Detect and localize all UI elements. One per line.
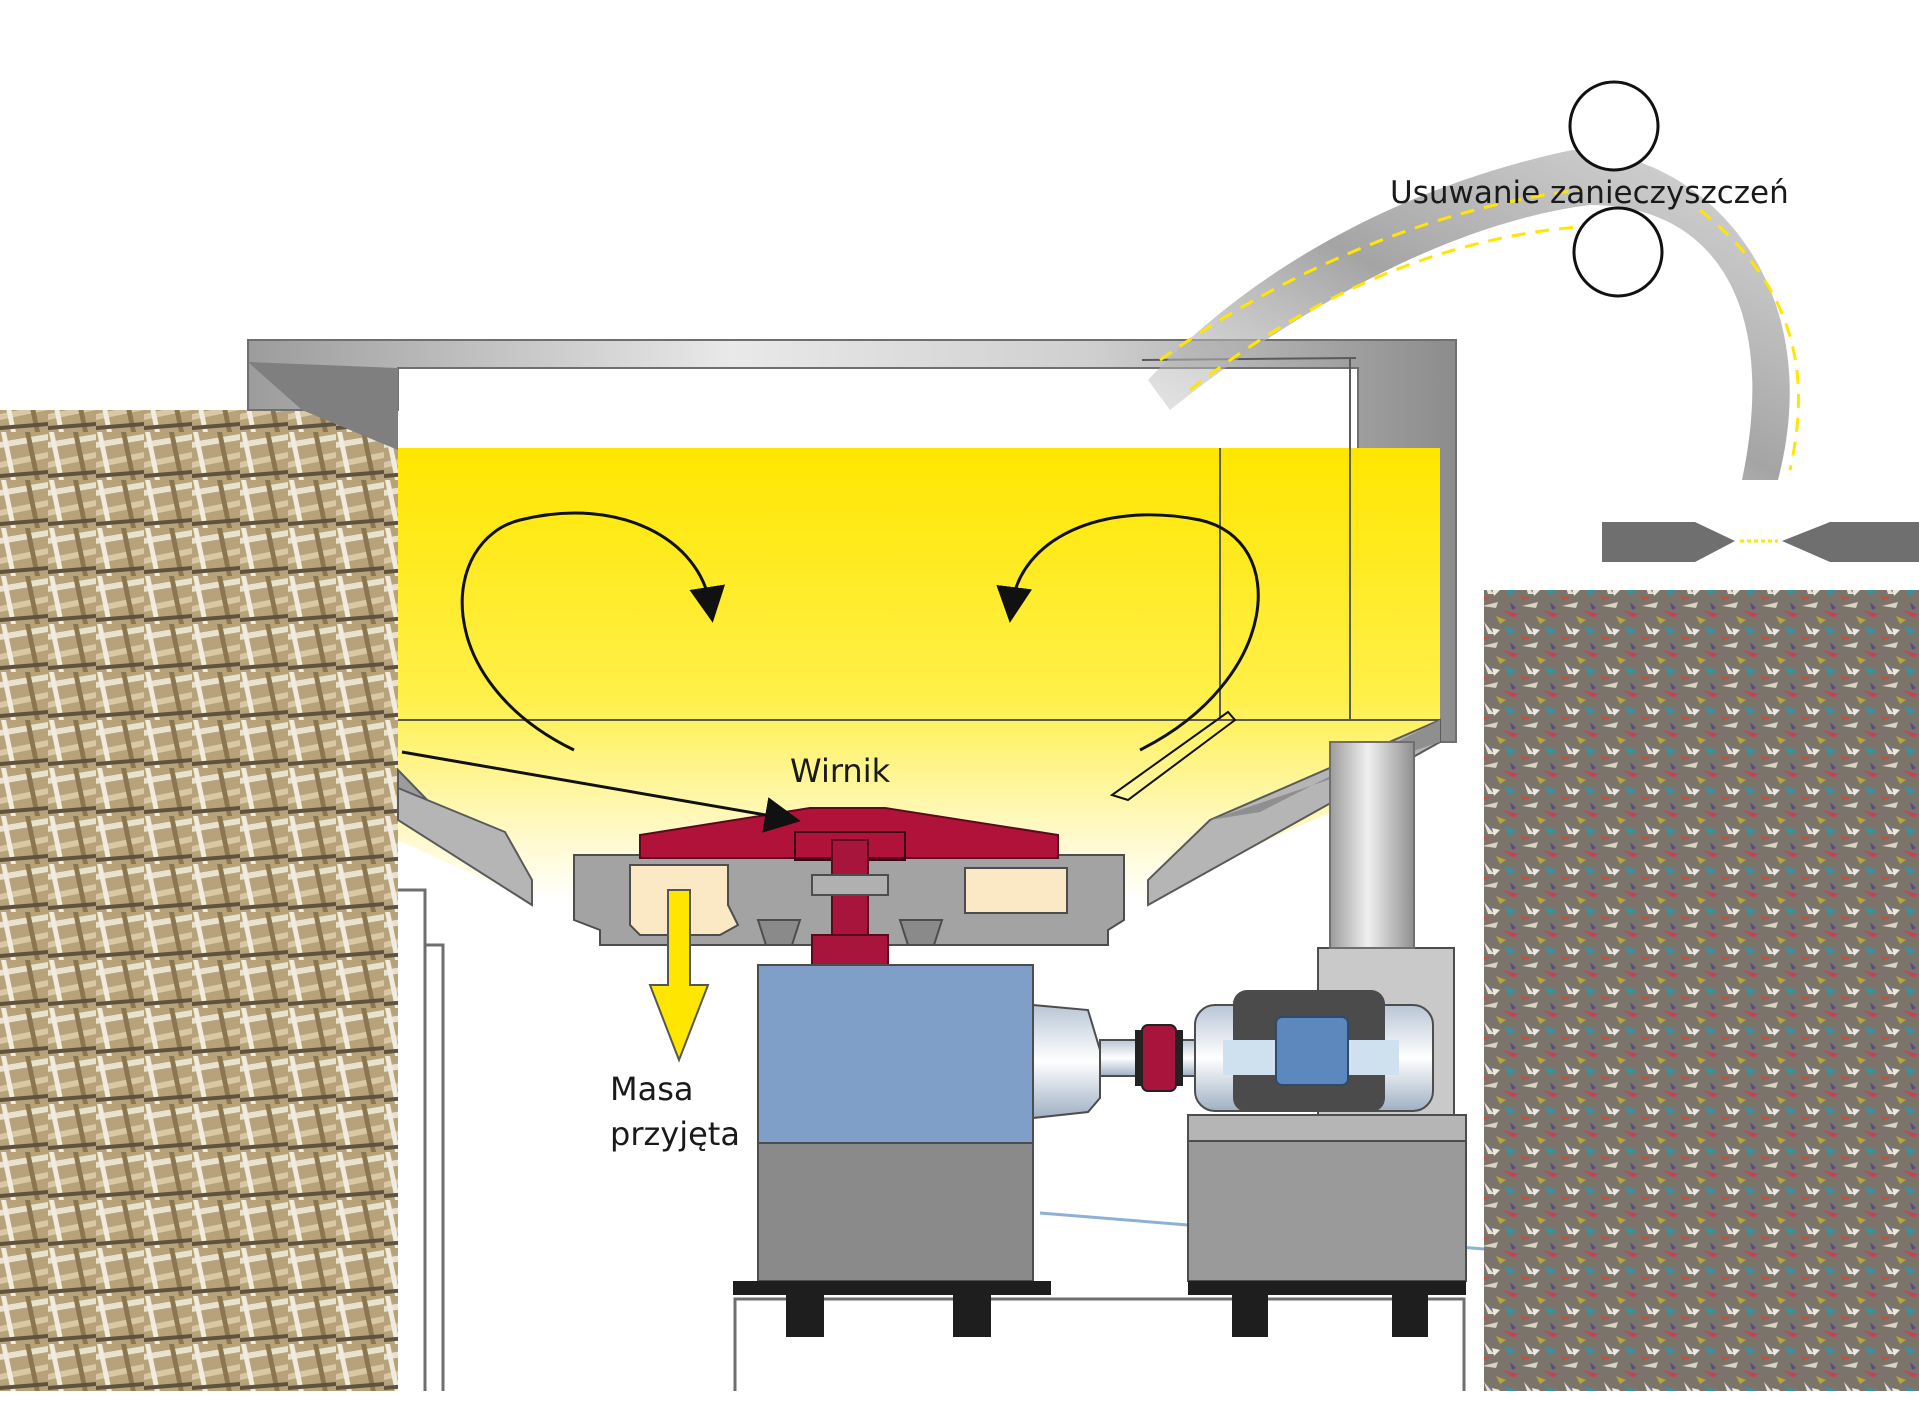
- shredded-paper-photo: [0, 410, 398, 1391]
- motor-terminal-box: [1275, 1016, 1349, 1086]
- motor-pallet: [1188, 1281, 1466, 1295]
- gearbox-foot-left: [786, 1295, 824, 1337]
- motor-stand: [1187, 1114, 1467, 1282]
- circulation-arrow-left: [460, 511, 726, 752]
- coupling-ring-left: [1135, 1030, 1143, 1086]
- gearbox: [757, 964, 1034, 1144]
- rotor-pointer-arrow: [401, 750, 801, 833]
- nozzle-left: [1602, 522, 1735, 562]
- support-pipe: [1329, 741, 1415, 949]
- motor-foot-right: [1392, 1295, 1428, 1337]
- gearbox-flange: [1032, 1003, 1101, 1120]
- reject-stream: [1148, 150, 1790, 480]
- gearbox-base: [757, 1142, 1034, 1282]
- gearbox-pallet: [733, 1281, 1051, 1295]
- rotor-bearing: [811, 934, 889, 966]
- gearbox-foot-right: [953, 1295, 991, 1337]
- nozzle-right: [1782, 522, 1919, 562]
- pulp-vat: [398, 448, 1440, 902]
- housing-foot-right: [898, 919, 944, 946]
- vat-cone-left-plate: [397, 786, 533, 907]
- accepts-arrow: [648, 889, 710, 1063]
- accepts-label-line2: przyjęta: [610, 1115, 740, 1153]
- accepts-label-line1: Masa: [610, 1070, 694, 1108]
- accepts-chamber-right: [964, 867, 1068, 914]
- right-deflector: [1109, 710, 1237, 802]
- roller-top: [1568, 80, 1660, 172]
- vat-rim-left-bevel: [248, 362, 398, 450]
- circulation-arrow-right: [996, 513, 1260, 752]
- roller-bottom: [1572, 206, 1664, 298]
- mixed-waste-photo: [1484, 590, 1919, 1391]
- reject-stream-fibres: [1159, 188, 1800, 471]
- motor-plate: [1187, 1114, 1467, 1142]
- coupling-disc: [1141, 1024, 1177, 1092]
- coupling-ring-right: [1175, 1030, 1183, 1086]
- contaminant-removal-label: Usuwanie zanieczyszczeń: [1390, 175, 1789, 211]
- rotor-hub-insert: [811, 874, 889, 896]
- housing-foot-left: [756, 919, 802, 946]
- motor-foot-left: [1232, 1295, 1268, 1337]
- foundation: [398, 888, 1466, 1391]
- rotor-label: Wirnik: [790, 752, 891, 790]
